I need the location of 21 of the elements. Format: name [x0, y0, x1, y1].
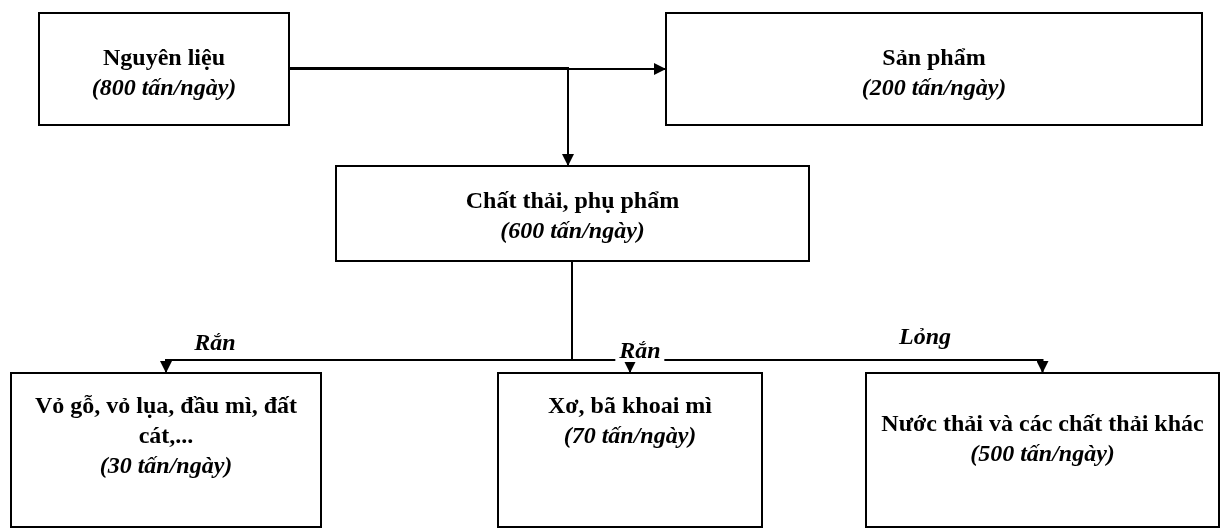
box-title: Nguyên liệu — [103, 43, 225, 72]
arrow — [289, 67, 574, 166]
box-subtitle: (70 tấn/ngày) — [563, 421, 697, 450]
process-box — [335, 165, 810, 262]
process-box — [10, 372, 322, 528]
box-subtitle: (200 tấn/ngày) — [861, 73, 1007, 102]
box-title: Vỏ gỗ, vỏ lụa, đầu mì, đất cát,... — [33, 391, 298, 450]
box-title: Nước thải và các chất thải khác — [881, 409, 1204, 438]
box-title: Xơ, bã khoai mì — [548, 391, 712, 420]
box-subtitle: (30 tấn/ngày) — [99, 451, 233, 480]
process-box — [865, 372, 1220, 528]
arrow — [289, 63, 666, 75]
box-subtitle: (800 tấn/ngày) — [91, 73, 237, 102]
process-box — [38, 12, 290, 126]
edge-label: Rắn — [615, 338, 665, 362]
process-box — [665, 12, 1203, 126]
box-title: Chất thải, phụ phẩm — [465, 186, 680, 215]
box-subtitle: (500 tấn/ngày) — [970, 439, 1115, 468]
process-box — [497, 372, 763, 528]
box-subtitle: (600 tấn/ngày) — [500, 216, 645, 245]
box-title: Sản phẩm — [882, 43, 986, 72]
